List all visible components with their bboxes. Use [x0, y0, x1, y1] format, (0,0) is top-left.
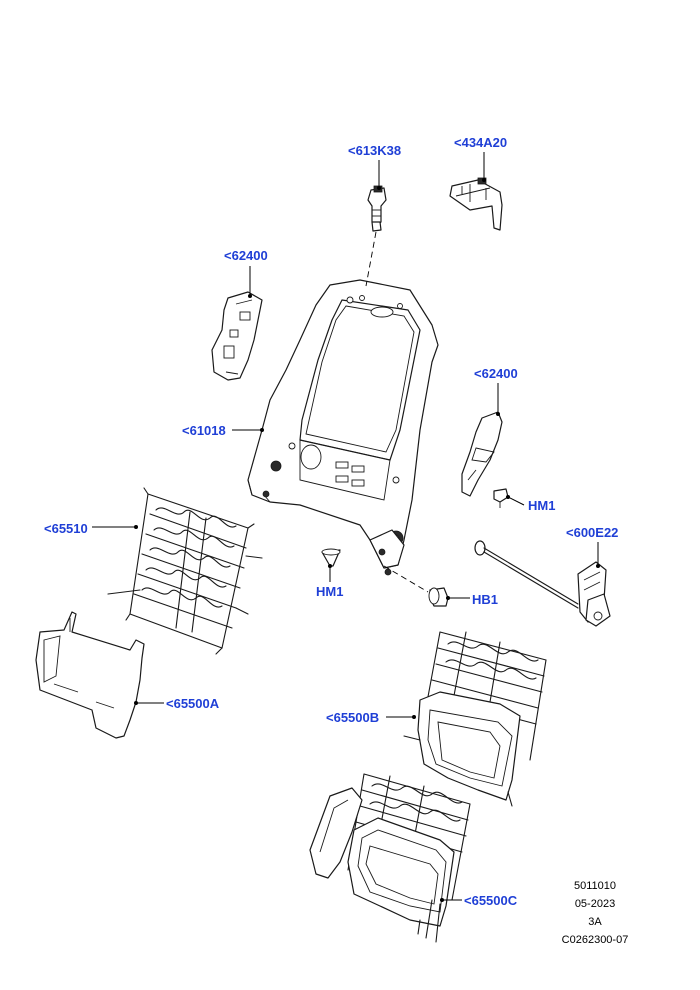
callout-hm1-right: HM1	[528, 498, 556, 513]
callout-434A20: <434A20	[454, 135, 508, 150]
suspension-mat-part	[107, 487, 263, 655]
headrest-guide-part	[367, 185, 387, 232]
callout-62400-left: <62400	[224, 248, 268, 263]
hm1-fastener-left-part	[321, 548, 341, 567]
callout-hm1-left: HM1	[316, 584, 344, 599]
callout-65500C: <65500C	[464, 893, 518, 908]
seat-back-assembly-b-part	[403, 631, 547, 807]
reference-drawing-number: C0262300-07	[561, 934, 629, 946]
reference-date: 05-2023	[574, 898, 616, 910]
callout-65510: <65510	[44, 521, 88, 536]
lumbar-actuator-part	[474, 540, 611, 627]
hm1-fastener-right-part	[493, 488, 509, 508]
seat-back-assembly-c-part	[309, 773, 471, 943]
trim-bracket-part	[449, 177, 503, 231]
seat-back-panel-a-part	[35, 611, 145, 739]
alignment-line-guide	[365, 231, 377, 287]
callout-613K38: <613K38	[348, 143, 402, 158]
reference-revision: 3A	[588, 916, 602, 928]
reference-code: 5011010	[573, 880, 616, 892]
alignment-line-bolt	[383, 565, 429, 593]
callout-61018: <61018	[182, 423, 226, 438]
callout-65500B: <65500B	[326, 710, 380, 725]
callout-62400-right: <62400	[474, 366, 518, 381]
seat-back-frame-part	[247, 279, 439, 576]
side-cover-left-part	[211, 291, 263, 381]
side-cover-right-part	[461, 411, 503, 497]
callout-leaders	[92, 152, 600, 902]
callout-65500A: <65500A	[166, 696, 220, 711]
callout-hb1: HB1	[472, 592, 499, 607]
callout-600E22: <600E22	[566, 525, 619, 540]
hb1-bolt-part	[428, 587, 449, 607]
